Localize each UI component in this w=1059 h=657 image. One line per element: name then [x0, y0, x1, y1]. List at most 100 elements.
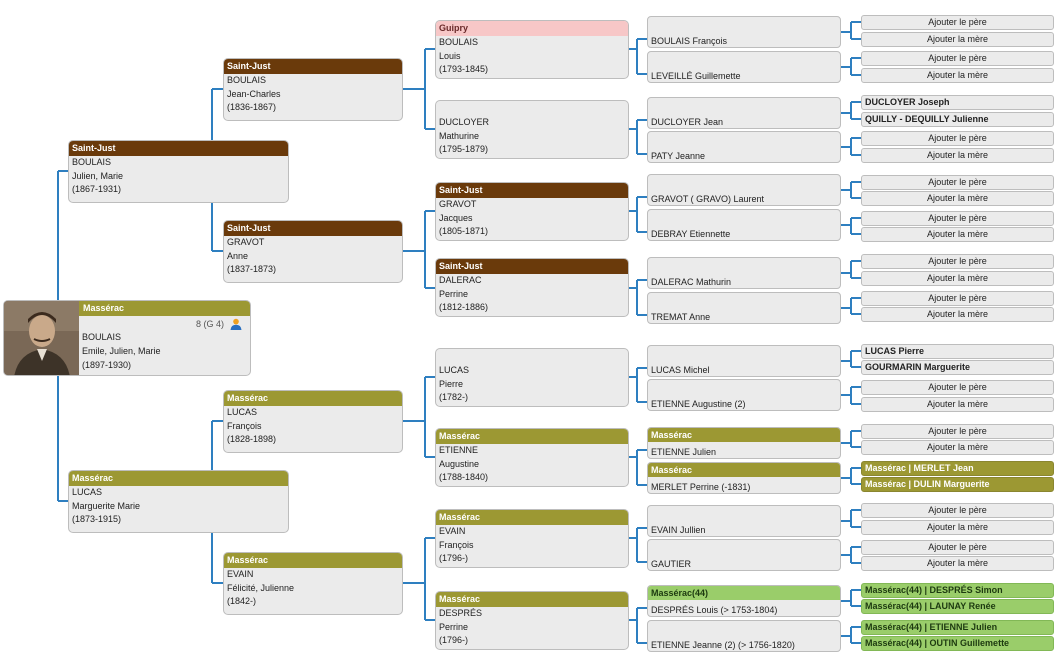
ancestor-card[interactable]: DEBRAY Etiennette [647, 209, 841, 241]
add-mother-button[interactable]: Ajouter la mère [861, 307, 1054, 322]
add-father-button[interactable]: Ajouter le père [861, 254, 1054, 269]
ancestor-name: EVAIN Jullien [651, 525, 706, 535]
ancestor-card[interactable]: GRAVOT ( GRAVO) Laurent [647, 174, 841, 206]
ancestor-name: ETIENNE Jeanne (2) (> 1756-1820) [651, 640, 795, 650]
add-father-button[interactable]: Ajouter le père [861, 15, 1054, 30]
ancestor-leaf[interactable]: Massérac(44) | DESPRÉS Simon [861, 583, 1054, 598]
ancestor-name: LEVEILLÉ Guillemette [651, 71, 741, 81]
grandparent-card[interactable]: Massérac LUCAS François (1828-1898) [223, 390, 403, 453]
root-person-card[interactable]: Massérac 8 (G 4) BOULAIS Emile, Julien, … [3, 300, 251, 376]
ancestor-place-header [648, 506, 840, 520]
ancestor-card[interactable]: LEVEILLÉ Guillemette [647, 51, 841, 83]
ggp-dates: (1796-) [439, 553, 469, 563]
ancestor-card[interactable]: DUCLOYER Jean [647, 97, 841, 129]
root-given-names: Emile, Julien, Marie [82, 346, 161, 356]
ancestor-leaf[interactable]: LUCAS Pierre [861, 344, 1054, 359]
ggp-dates: (1782-) [439, 392, 469, 402]
root-dates: (1897-1930) [82, 360, 132, 370]
add-father-button[interactable]: Ajouter le père [861, 503, 1054, 518]
ancestor-card[interactable]: ETIENNE Jeanne (2) (> 1756-1820) [647, 620, 841, 652]
great-grandparent-card[interactable]: Massérac EVAIN François (1796-) [435, 509, 629, 568]
ancestor-card[interactable]: EVAIN Jullien [647, 505, 841, 537]
grandparent-card[interactable]: Saint-Just GRAVOT Anne (1837-1873) [223, 220, 403, 283]
ggp-dates: (1788-1840) [439, 472, 489, 482]
ancestor-leaf[interactable]: Massérac(44) | ETIENNE Julien [861, 620, 1054, 635]
add-mother-button[interactable]: Ajouter la mère [861, 191, 1054, 206]
ancestor-card[interactable]: PATY Jeanne [647, 131, 841, 163]
ancestor-card[interactable]: LUCAS Michel [647, 345, 841, 377]
add-father-button[interactable]: Ajouter le père [861, 380, 1054, 395]
great-grandparent-card[interactable]: Massérac ETIENNE Augustine (1788-1840) [435, 428, 629, 487]
add-mother-button[interactable]: Ajouter la mère [861, 520, 1054, 535]
great-grandparent-card[interactable]: DUCLOYER Mathurine (1795-1879) [435, 100, 629, 159]
add-mother-button[interactable]: Ajouter la mère [861, 397, 1054, 412]
ancestor-card[interactable]: TREMAT Anne [647, 292, 841, 324]
ancestor-card[interactable]: BOULAIS François [647, 16, 841, 48]
add-mother-button[interactable]: Ajouter la mère [861, 227, 1054, 242]
great-grandparent-card[interactable]: Guipry BOULAIS Louis (1793-1845) [435, 20, 629, 79]
ggp-dates: (1805-1871) [439, 226, 489, 236]
great-grandparent-card[interactable]: LUCAS Pierre (1782-) [435, 348, 629, 407]
father-card[interactable]: Saint-Just BOULAIS Julien, Marie (1867-1… [68, 140, 289, 203]
great-grandparent-card[interactable]: Saint-Just DALERAC Perrine (1812-1886) [435, 258, 629, 317]
father-dates: (1867-1931) [72, 184, 122, 194]
mother-card[interactable]: Massérac LUCAS Marguerite Marie (1873-19… [68, 470, 289, 533]
grandparent-place-header: Saint-Just [224, 59, 402, 74]
ggp-dates: (1796-) [439, 635, 469, 645]
great-grandparent-card[interactable]: Massérac DESPRÉS Perrine (1796-) [435, 591, 629, 650]
add-mother-button[interactable]: Ajouter la mère [861, 148, 1054, 163]
ancestor-leaf[interactable]: Massérac(44) | LAUNAY Renée [861, 599, 1054, 614]
mother-given: Marguerite Marie [72, 500, 141, 511]
add-father-button[interactable]: Ajouter le père [861, 211, 1054, 226]
add-father-button[interactable]: Ajouter le père [861, 291, 1054, 306]
add-mother-button[interactable]: Ajouter la mère [861, 556, 1054, 571]
add-father-button[interactable]: Ajouter le père [861, 51, 1054, 66]
ggp-place-header: Massérac [436, 510, 628, 525]
add-father-button[interactable]: Ajouter le père [861, 131, 1054, 146]
ancestor-card[interactable]: GAUTIER [647, 539, 841, 571]
ancestor-leaf[interactable]: DUCLOYER Joseph [861, 95, 1054, 110]
great-grandparent-card[interactable]: Saint-Just GRAVOT Jacques (1805-1871) [435, 182, 629, 241]
ancestor-leaf[interactable]: Massérac(44) | OUTIN Guillemette [861, 636, 1054, 651]
add-mother-button[interactable]: Ajouter la mère [861, 32, 1054, 47]
mother-place-header: Massérac [69, 471, 288, 486]
grandparent-card[interactable]: Massérac EVAIN Félicité, Julienne (1842-… [223, 552, 403, 615]
ggp-given: François [439, 539, 474, 550]
ggp-given: Perrine [439, 621, 469, 632]
ancestor-place-header: Massérac(44) [648, 586, 840, 600]
ggp-surname: DUCLOYER [439, 117, 490, 127]
add-mother-button[interactable]: Ajouter la mère [861, 271, 1054, 286]
ggp-given: Perrine [439, 288, 469, 299]
mother-dates: (1873-1915) [72, 514, 122, 524]
grandparent-surname: BOULAIS [227, 75, 267, 85]
add-mother-button[interactable]: Ajouter la mère [861, 68, 1054, 83]
ancestor-name: DALERAC Mathurin [651, 277, 732, 287]
person-icon[interactable] [230, 318, 242, 330]
mother-surname: LUCAS [72, 487, 103, 497]
ggp-surname: LUCAS [439, 365, 470, 375]
grandparent-card[interactable]: Saint-Just BOULAIS Jean-Charles (1836-18… [223, 58, 403, 121]
ancestor-card[interactable]: ETIENNE Augustine (2) [647, 379, 841, 411]
ancestor-name: DESPRÉS Louis (> 1753-1804) [651, 605, 778, 615]
ancestor-place-header: Massérac [648, 463, 840, 477]
ggp-surname: BOULAIS [439, 37, 479, 47]
ancestor-leaf[interactable]: Massérac | MERLET Jean [861, 461, 1054, 476]
ancestor-leaf[interactable]: QUILLY - DEQUILLY Julienne [861, 112, 1054, 127]
ancestor-card[interactable]: Massérac(44) DESPRÉS Louis (> 1753-1804) [647, 585, 841, 617]
ggp-given: Mathurine [439, 130, 480, 141]
ancestor-name: GAUTIER [651, 559, 692, 569]
add-mother-button[interactable]: Ajouter la mère [861, 440, 1054, 455]
ancestor-leaf[interactable]: GOURMARIN Marguerite [861, 360, 1054, 375]
ggp-place-header: Guipry [436, 21, 628, 36]
grandparent-given: Félicité, Julienne [227, 582, 295, 593]
grandparent-surname: LUCAS [227, 407, 258, 417]
add-father-button[interactable]: Ajouter le père [861, 424, 1054, 439]
ancestor-card[interactable]: DALERAC Mathurin [647, 257, 841, 289]
add-father-button[interactable]: Ajouter le père [861, 540, 1054, 555]
add-father-button[interactable]: Ajouter le père [861, 175, 1054, 190]
grandparent-dates: (1828-1898) [227, 434, 277, 444]
ggp-surname: ETIENNE [439, 445, 479, 455]
ancestor-leaf[interactable]: Massérac | DULIN Marguerite [861, 477, 1054, 492]
